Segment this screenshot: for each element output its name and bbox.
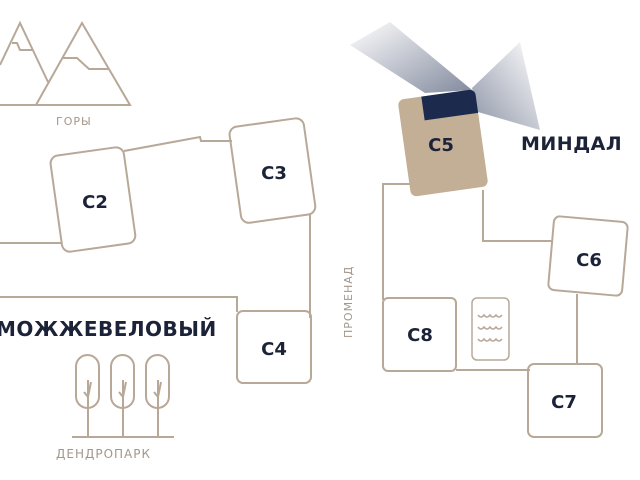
building-c2[interactable]: С2 xyxy=(49,146,137,253)
building-c4-label: С4 xyxy=(261,339,287,360)
dendropark-label: ДЕНДРОПАРК xyxy=(56,447,151,461)
building-c7[interactable]: С7 xyxy=(527,363,603,438)
building-c8-label: С8 xyxy=(407,325,433,346)
promenade-label: ПРОМЕНАД xyxy=(342,266,355,338)
street-almond-label: МИНДАЛ xyxy=(521,133,622,155)
building-c5-label: С5 xyxy=(428,135,454,156)
building-c3[interactable]: С3 xyxy=(228,117,317,224)
building-c8[interactable]: С8 xyxy=(382,297,457,372)
building-c7-label: С7 xyxy=(551,392,577,413)
building-c6[interactable]: С6 xyxy=(547,215,629,297)
building-c6-label: С6 xyxy=(576,250,602,271)
paths-right xyxy=(382,183,578,371)
view-cone-icon xyxy=(350,22,540,130)
street-juniper-label: МОЖЖЕВЕЛОВЫЙ xyxy=(0,317,217,341)
paths-left xyxy=(0,135,311,318)
building-c4[interactable]: С4 xyxy=(236,310,312,384)
building-c2-label: С2 xyxy=(82,192,108,213)
building-c5[interactable]: С5 xyxy=(398,89,489,197)
mountains-icon xyxy=(0,20,132,106)
selected-accent xyxy=(421,89,479,121)
pool-icon xyxy=(471,297,510,361)
building-c3-label: С3 xyxy=(261,163,287,184)
trees-icon xyxy=(72,354,174,438)
mountains-label: ГОРЫ xyxy=(56,115,92,128)
